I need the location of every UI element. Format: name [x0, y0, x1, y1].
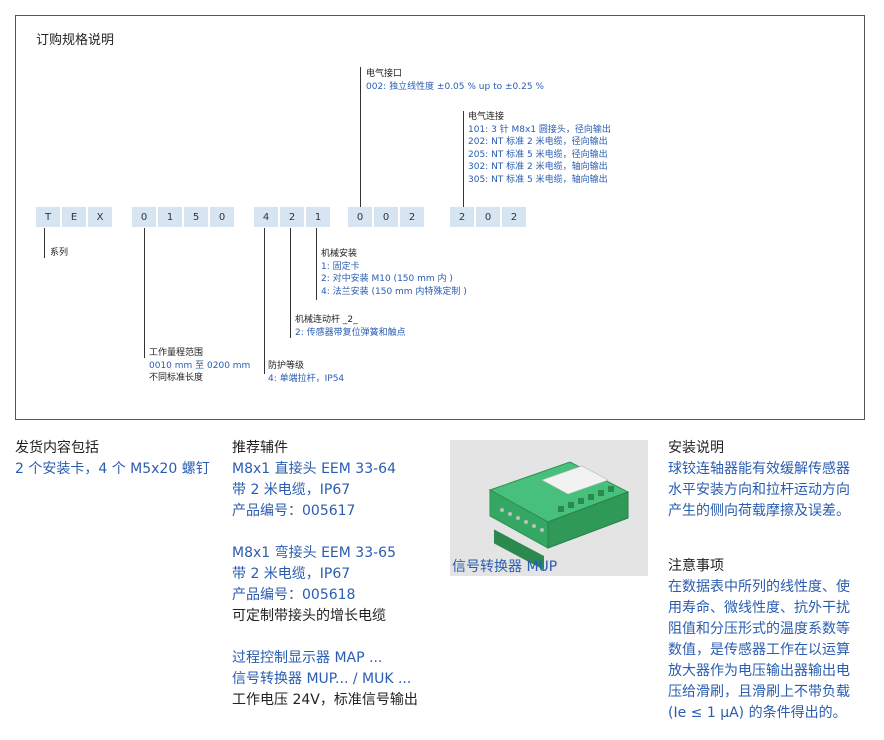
code-cell: 0 — [348, 207, 372, 227]
notes-section: 注意事项 在数据表中所列的线性度、使 用寿命、微线性度、抗外干扰 阻值和分压形式… — [668, 558, 850, 721]
code-cell: 1 — [158, 207, 182, 227]
leader-line-protection — [264, 228, 265, 374]
label-protection: 防护等级 4: 单端拉杆，IP54 — [268, 361, 345, 384]
signal-converter-illustration — [450, 440, 648, 576]
accessories-section: 推荐辅件 M8x1 直接头 EEM 33-64 带 2 米电缆，IP67 产品编… — [232, 440, 418, 708]
code-cell: 0 — [374, 207, 398, 227]
code-cell: 1 — [306, 207, 330, 227]
accessories-heading: 推荐辅件 — [232, 440, 288, 456]
code-group-connection: 2 0 2 — [450, 207, 528, 227]
notes-heading: 注意事项 — [668, 558, 724, 574]
install-heading: 安装说明 — [668, 440, 724, 456]
code-cell: T — [36, 207, 60, 227]
leader-line-series — [44, 228, 45, 258]
label-rod: 机械连动杆 _2_ 2: 传感器带复位弹簧和触点 — [295, 315, 406, 338]
code-cell: 4 — [254, 207, 278, 227]
label-connection: 电气连接 101: 3 针 M8x1 圆接头，径向输出 202: NT 标准 2… — [468, 112, 611, 185]
code-cell: 2 — [400, 207, 424, 227]
leader-line-range — [144, 228, 145, 358]
label-mount: 机械安装 1: 固定卡 2: 对中安装 M10 (150 mm 内 ) 4: 法… — [321, 249, 467, 297]
code-cell: 0 — [476, 207, 500, 227]
install-section: 安装说明 球铰连轴器能有效缓解传感器 水平安装方向和拉杆运动方向 产生的侧向荷载… — [668, 440, 850, 519]
ordering-spec-box — [15, 15, 865, 420]
code-group-protection: 4 — [254, 207, 280, 227]
code-group-mount: 1 — [306, 207, 332, 227]
code-group-range: 0 1 5 0 — [132, 207, 236, 227]
code-cell: 2 — [280, 207, 304, 227]
label-series: 系列 — [50, 248, 69, 258]
product-photo-mup — [450, 440, 648, 576]
leader-line-rod — [290, 228, 291, 338]
delivery-text: 2 个安装卡，4 个 M5x20 螺钉 — [15, 461, 210, 477]
code-cell: 5 — [184, 207, 208, 227]
leader-line-mount — [316, 228, 317, 300]
label-range: 工作量程范围 0010 mm 至 0200 mm 不同标准长度 — [149, 348, 251, 383]
leader-line-connection — [463, 111, 464, 207]
delivery-heading: 发货内容包括 — [15, 440, 99, 456]
delivery-section: 发货内容包括 2 个安装卡，4 个 M5x20 螺钉 — [15, 438, 210, 480]
code-cell: 2 — [450, 207, 474, 227]
code-cell: 0 — [132, 207, 156, 227]
code-cell: 2 — [502, 207, 526, 227]
code-group-interface: 0 0 2 — [348, 207, 426, 227]
code-cell: E — [62, 207, 86, 227]
photo-caption: 信号转换器 MUP — [452, 559, 558, 575]
code-cell: X — [88, 207, 112, 227]
code-cell: 0 — [210, 207, 234, 227]
label-interface: 电气接口 002: 独立线性度 ±0.05 % up to ±0.25 % — [366, 69, 544, 92]
code-group-series: T E X — [36, 207, 114, 227]
code-group-rod: 2 — [280, 207, 306, 227]
leader-line-interface — [360, 67, 361, 207]
ordering-spec-title: 订购规格说明 — [36, 33, 115, 48]
